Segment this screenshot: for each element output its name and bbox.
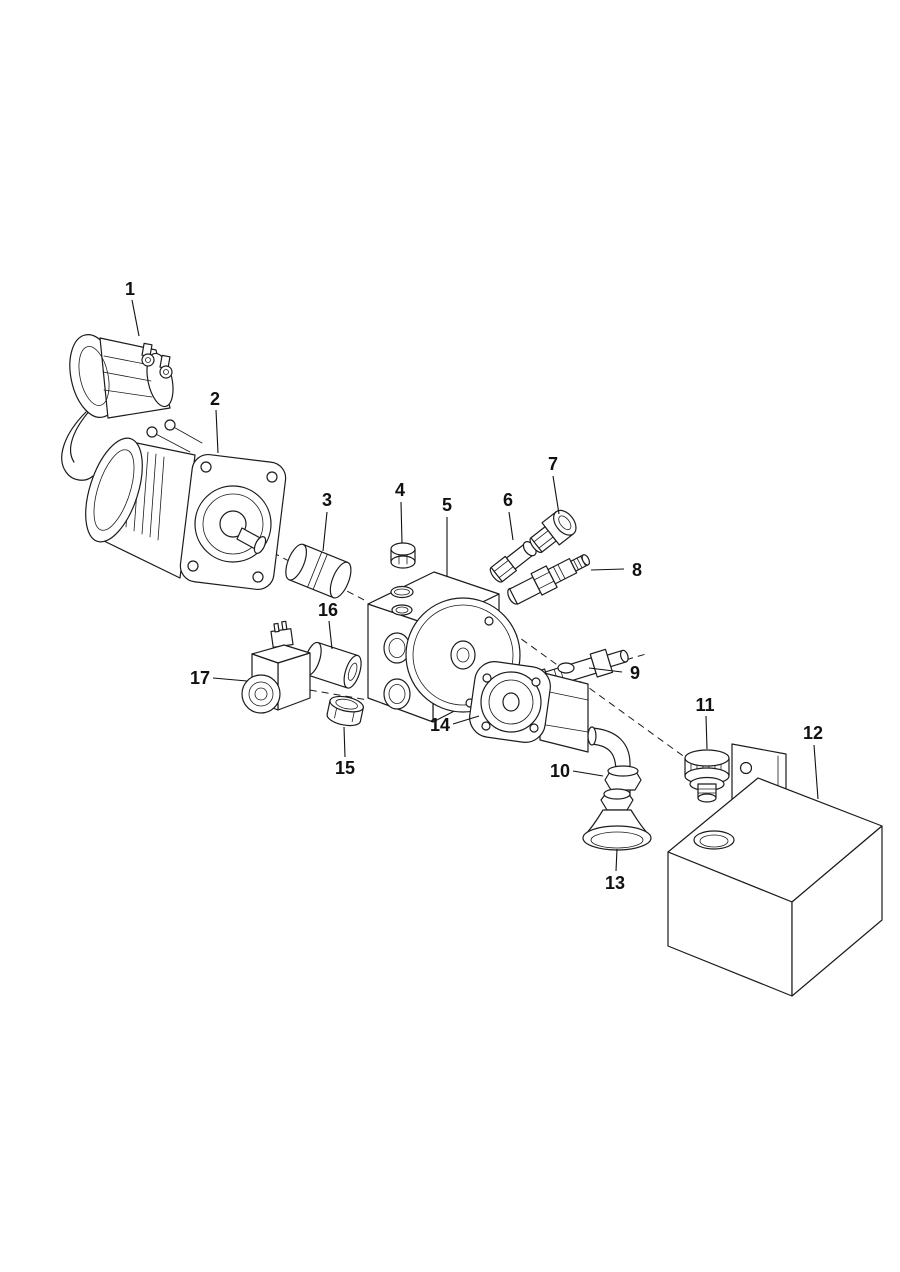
suction-filter-drawing bbox=[582, 788, 652, 851]
leader-line-13 bbox=[615, 848, 618, 872]
part-label-2: 2 bbox=[210, 389, 220, 409]
starter-solenoid-drawing bbox=[61, 334, 174, 481]
leader-line-1 bbox=[131, 299, 140, 337]
coil-nut-drawing bbox=[326, 695, 364, 727]
part-label-6: 6 bbox=[503, 490, 513, 510]
leader-line-14 bbox=[452, 715, 480, 725]
fitting-small-drawing bbox=[489, 541, 537, 583]
part-label-10: 10 bbox=[550, 761, 570, 781]
reservoir-tank-drawing bbox=[667, 777, 883, 997]
part-label-9: 9 bbox=[630, 663, 640, 683]
leader-line-8 bbox=[590, 568, 625, 571]
part-label-13: 13 bbox=[605, 873, 625, 893]
cartridge-valve-drawing bbox=[507, 554, 591, 605]
leader-line-11 bbox=[705, 715, 708, 750]
part-label-5: 5 bbox=[442, 495, 452, 515]
leader-line-10 bbox=[572, 770, 604, 777]
part-label-15: 15 bbox=[335, 758, 355, 778]
leader-line-12 bbox=[813, 744, 819, 800]
leader-line-7 bbox=[552, 475, 560, 515]
part-label-12: 12 bbox=[803, 723, 823, 743]
part-label-17: 17 bbox=[190, 668, 210, 688]
solenoid-coil-drawing bbox=[303, 641, 362, 689]
leader-line-4 bbox=[400, 501, 403, 544]
leader-line-17 bbox=[212, 677, 248, 682]
part-label-1: 1 bbox=[125, 279, 135, 299]
coupling-drawing bbox=[285, 543, 352, 599]
leader-line-6 bbox=[508, 511, 514, 541]
leader-line-9 bbox=[588, 667, 623, 673]
part-label-7: 7 bbox=[548, 454, 558, 474]
plug-fitting-drawing bbox=[529, 509, 577, 554]
gear-pump-drawing bbox=[469, 661, 589, 753]
solenoid-valve-drawing bbox=[241, 620, 311, 714]
part-label-16: 16 bbox=[318, 600, 338, 620]
leader-line-16 bbox=[328, 620, 333, 650]
electric-motor-drawing bbox=[85, 419, 287, 591]
part-label-8: 8 bbox=[632, 560, 642, 580]
part-label-14: 14 bbox=[430, 715, 450, 735]
part-label-11: 11 bbox=[695, 695, 714, 715]
filler-cap-drawing bbox=[684, 749, 730, 803]
leader-line-15 bbox=[343, 726, 346, 758]
part-label-4: 4 bbox=[395, 480, 405, 500]
leader-line-2 bbox=[215, 409, 219, 454]
breather-plug-drawing bbox=[390, 542, 416, 599]
leader-line-3 bbox=[322, 511, 328, 552]
part-label-3: 3 bbox=[322, 490, 332, 510]
